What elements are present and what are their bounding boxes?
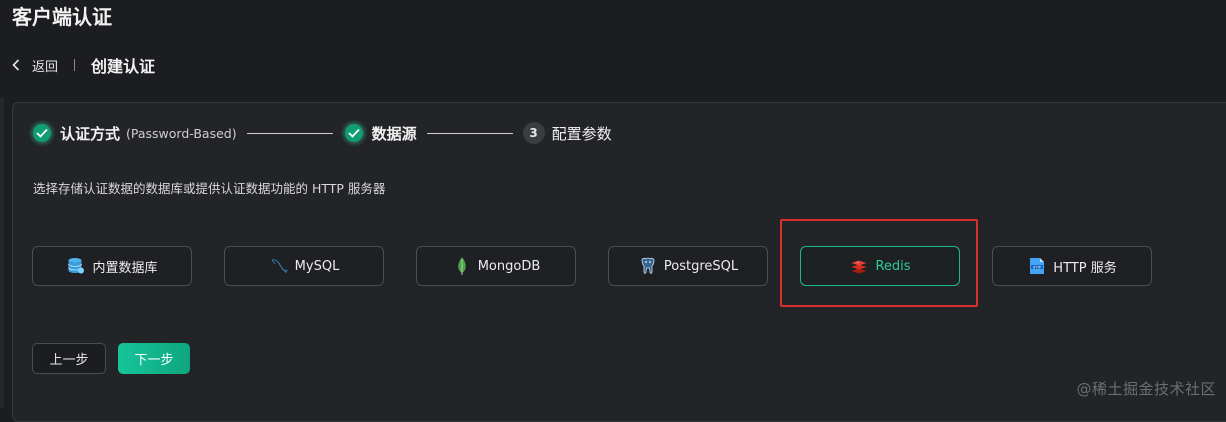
next-step-button[interactable]: 下一步 (118, 343, 190, 374)
step-title: 配置参数 (551, 124, 612, 143)
step-connector (246, 132, 333, 134)
form-actions: 上一步 下一步 (32, 343, 190, 374)
source-label: 内置数据库 (92, 260, 158, 276)
source-mongodb-button[interactable]: MongoDB (416, 246, 576, 286)
step-title: 数据源 (371, 124, 417, 143)
breadcrumb-separator (74, 59, 76, 71)
http-icon: HTTP (1027, 256, 1047, 276)
page-title: 客户端认证 (12, 5, 112, 29)
source-label: MongoDB (477, 258, 541, 274)
database-icon (66, 256, 86, 276)
redis-icon (849, 256, 869, 276)
previous-step-button[interactable]: 上一步 (32, 343, 106, 374)
step-description: (Password-Based) (126, 125, 237, 141)
back-link[interactable]: 返回 (12, 56, 58, 75)
step-config-params: 3 配置参数 (522, 122, 612, 144)
postgresql-elephant-icon (638, 256, 658, 276)
source-label: Redis (875, 258, 911, 274)
svg-text:HTTP: HTTP (1033, 265, 1041, 269)
source-http-button[interactable]: HTTP HTTP 服务 (992, 246, 1152, 286)
source-postgresql-button[interactable]: PostgreSQL (608, 246, 768, 286)
back-label: 返回 (32, 59, 59, 75)
instruction-text: 选择存储认证数据的数据库或提供认证数据功能的 HTTP 服务器 (33, 181, 386, 196)
source-label: MySQL (294, 258, 340, 274)
stepper: 认证方式 (Password-Based) 数据源 3 配置参数 (31, 121, 612, 145)
watermark: @稀土掘金技术社区 (1076, 380, 1216, 398)
breadcrumb: 返回 创建认证 (12, 52, 155, 78)
step-number: 3 (522, 122, 545, 144)
source-builtin-db-button[interactable]: 内置数据库 (32, 246, 192, 286)
source-label: HTTP 服务 (1053, 260, 1117, 276)
source-redis-button[interactable]: Redis (800, 246, 960, 286)
chevron-left-icon (12, 59, 20, 71)
step-data-source: 数据源 (342, 122, 417, 144)
check-icon (31, 122, 53, 144)
data-source-list: 内置数据库 MySQL MongoDB Postgr (32, 246, 1184, 286)
step-title: 认证方式 (60, 124, 121, 143)
mysql-dolphin-icon (269, 256, 289, 276)
check-icon (342, 122, 365, 144)
side-panel-edge (0, 98, 4, 408)
breadcrumb-current: 创建认证 (91, 57, 156, 76)
source-mysql-button[interactable]: MySQL (224, 246, 384, 286)
mongodb-leaf-icon (452, 256, 472, 276)
step-connector (426, 132, 513, 134)
source-label: PostgreSQL (663, 258, 739, 274)
step-auth-method: 认证方式 (Password-Based) (31, 122, 237, 144)
